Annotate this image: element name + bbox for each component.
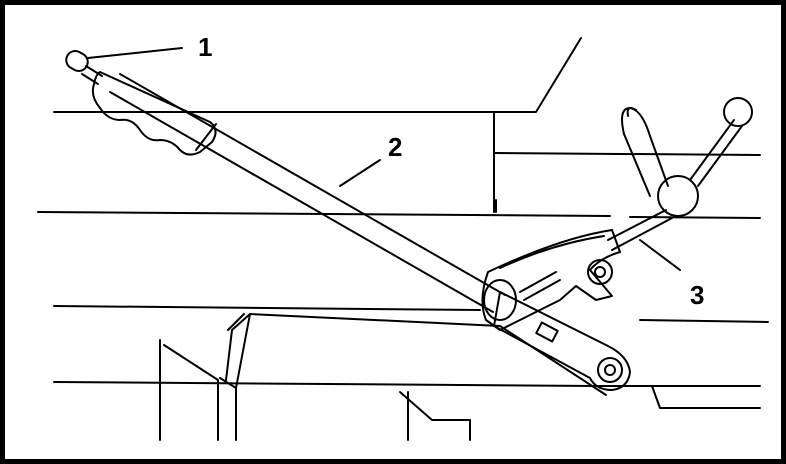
clevis-end (493, 291, 631, 391)
grip-handle (91, 71, 217, 156)
machine-body-lines (37, 37, 769, 441)
bracket (481, 229, 621, 331)
callout-1: 1 (198, 32, 213, 62)
callout-3: 3 (690, 280, 705, 310)
callout-2: 2 (388, 132, 403, 162)
rod (109, 73, 506, 313)
ball-handles (607, 97, 753, 251)
leader-lines (87, 47, 681, 271)
knob-tip (65, 50, 103, 85)
